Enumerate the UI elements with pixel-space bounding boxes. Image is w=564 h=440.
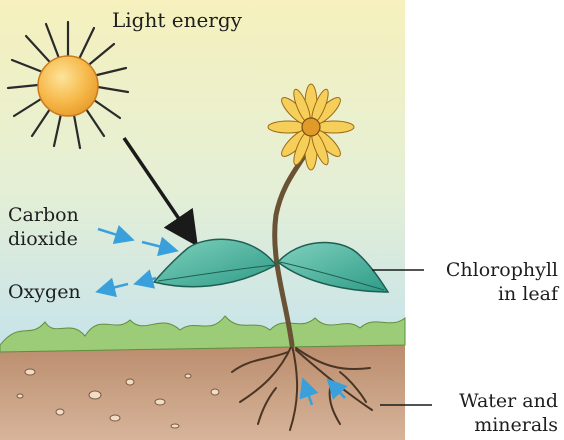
oxygen-label: Oxygen [8,280,81,304]
carbon-dioxide-label: Carbon dioxide [8,203,79,251]
light-energy-label: Light energy [112,8,242,32]
carbon-dioxide-label-line2: dioxide [8,227,79,251]
water-minerals-label: Water and minerals [459,389,558,437]
chlorophyll-label-line2: in leaf [446,282,558,306]
water-minerals-label-line2: minerals [459,413,558,437]
chlorophyll-label: Chlorophyll in leaf [446,258,558,306]
carbon-dioxide-label-line1: Carbon [8,203,79,227]
water-minerals-label-line1: Water and [459,389,558,413]
chlorophyll-label-line1: Chlorophyll [446,258,558,282]
